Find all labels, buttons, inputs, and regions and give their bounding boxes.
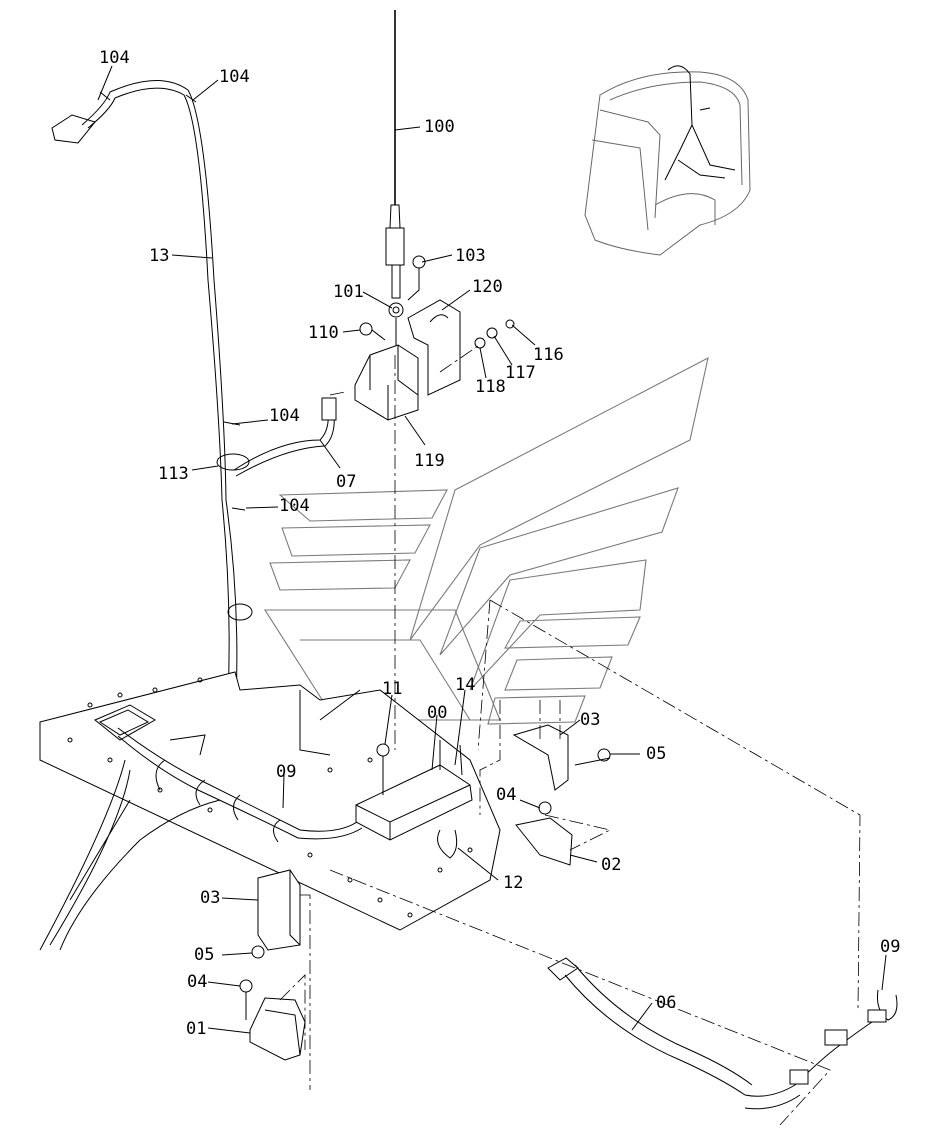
- label-07: 07: [336, 472, 356, 492]
- label-04-a: 04: [496, 785, 516, 805]
- label-104-a: 104: [99, 48, 130, 68]
- label-09-a: 09: [276, 762, 296, 782]
- label-03-b: 03: [200, 888, 220, 908]
- label-103: 103: [455, 246, 486, 266]
- label-118: 118: [475, 377, 506, 397]
- radio-unit: [355, 740, 473, 859]
- antenna-assembly: [354, 10, 515, 421]
- label-01: 01: [186, 1019, 206, 1039]
- label-02: 02: [601, 855, 621, 875]
- label-119: 119: [414, 451, 445, 471]
- label-120: 120: [472, 277, 503, 297]
- label-104-c: 104: [269, 406, 300, 426]
- label-101: 101: [333, 282, 364, 302]
- label-03-a: 03: [580, 710, 600, 730]
- bracket-set-left: [239, 869, 311, 1090]
- bracket-set-right: [479, 700, 612, 866]
- plate-holes: [67, 677, 473, 918]
- label-13: 13: [149, 246, 169, 266]
- label-09-b: 09: [880, 937, 900, 957]
- label-05-b: 05: [194, 945, 214, 965]
- label-11: 11: [382, 679, 402, 699]
- label-00: 00: [427, 703, 447, 723]
- label-04-b: 04: [187, 972, 207, 992]
- label-104-d: 104: [279, 496, 310, 516]
- part-labels: 104 104 100 13 103 101 120 110 116 117 1…: [99, 48, 900, 1039]
- label-06: 06: [656, 993, 676, 1013]
- label-12: 12: [503, 873, 523, 893]
- watermark-logo: [263, 356, 709, 725]
- cab-inset-illustration: [584, 65, 751, 256]
- label-117: 117: [505, 363, 536, 383]
- harness-06: [547, 957, 898, 1110]
- label-100: 100: [424, 117, 455, 137]
- label-14: 14: [455, 675, 475, 695]
- label-113: 113: [158, 464, 189, 484]
- label-110: 110: [308, 323, 339, 343]
- label-104-b: 104: [219, 67, 250, 87]
- label-116: 116: [533, 345, 564, 365]
- leader-lines: [97, 65, 887, 1034]
- guide-lines: [329, 355, 861, 1126]
- floor-plate: [39, 671, 501, 951]
- label-05-a: 05: [646, 744, 666, 764]
